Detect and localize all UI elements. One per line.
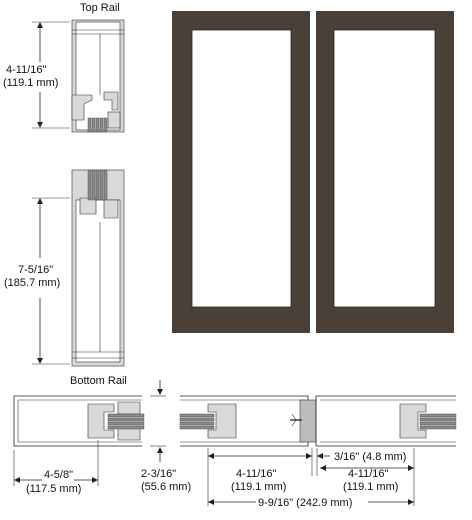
center-left-width-in: 4-11/16" <box>236 468 276 480</box>
top-rail-section <box>71 19 125 133</box>
left-stile-width-mm: (117.5 mm) <box>26 483 81 495</box>
center-stiles-section <box>179 395 457 447</box>
left-stile-dimension: 4-5/8" (117.5 mm) <box>13 440 99 495</box>
door-glass-left <box>191 29 292 308</box>
center-right-glass-lites <box>419 413 457 430</box>
top-glass-lites <box>87 117 108 133</box>
bottom-rail-dimension: 7-5/16" (185.7 mm) <box>4 197 70 365</box>
left-glass-lites <box>107 413 145 430</box>
left-stile-width-in: 4-5/8" <box>44 469 73 481</box>
bottom-glass-lites <box>87 169 108 201</box>
top-rail-title: Top Rail <box>80 2 120 14</box>
thickness-dimension: 2-3/16" (55.6 mm) <box>141 380 191 493</box>
center-right-width-mm: (119.1 mm) <box>343 481 398 493</box>
bottom-rail-title: Bottom Rail <box>70 375 127 387</box>
left-stile-section <box>13 395 145 447</box>
top-rail-height-in: 4-11/16" <box>6 64 46 76</box>
bottom-rail-section <box>71 169 125 367</box>
total-width-label: 9-9/16" (242.9 mm) <box>258 497 352 509</box>
door-glass-right <box>333 29 436 308</box>
center-right-stile-dimension: 4-11/16" (119.1 mm) <box>320 448 415 506</box>
thickness-mm: (55.6 mm) <box>141 481 191 493</box>
door-elevation-right <box>316 11 454 333</box>
bottom-rail-height-in: 7-5/16" <box>18 264 53 276</box>
center-right-width-in: 4-11/16" <box>348 468 388 480</box>
total-dimension: 9-9/16" (242.9 mm) <box>208 497 414 509</box>
thickness-in: 2-3/16" <box>141 468 176 480</box>
door-elevation-left <box>172 11 310 333</box>
top-rail-height-mm: (119.1 mm) <box>3 77 58 89</box>
top-rail-dimension: 4-11/16" (119.1 mm) <box>3 21 70 129</box>
bottom-rail-height-mm: (185.7 mm) <box>4 277 60 289</box>
gap-label: 3/16" (4.8 mm) <box>334 451 406 463</box>
gap-dimension: 3/16" (4.8 mm) <box>316 448 406 476</box>
center-left-stile-dimension: 4-11/16" (119.1 mm) <box>207 448 313 506</box>
center-left-glass-lites <box>179 413 215 430</box>
center-left-width-mm: (119.1 mm) <box>231 481 286 493</box>
